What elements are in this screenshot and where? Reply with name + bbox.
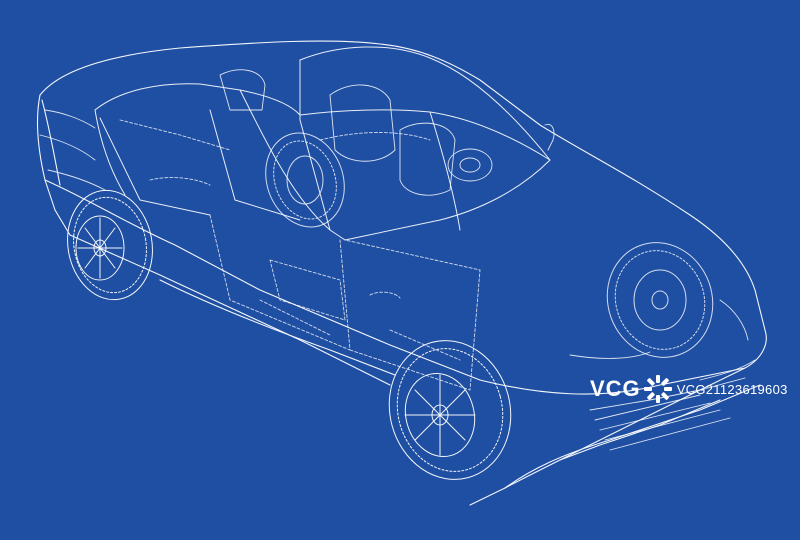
interior-seats [219,69,555,196]
front-headlights-grille [569,299,756,451]
car-body-outline [37,40,767,506]
rear-taillights [39,109,106,191]
roof-and-windows [94,46,551,241]
rear-right-wheel [265,132,345,228]
front-right-wheel [606,242,714,358]
watermark: VCG VCG21123619603 [590,374,788,404]
door-panel-lines [119,119,481,391]
rear-left-wheel [67,189,153,301]
watermark-id-text: VCG21123619603 [676,381,788,397]
front-left-wheel [388,340,512,480]
starburst-icon [643,375,672,403]
watermark-logo-text: VCG [590,376,641,401]
